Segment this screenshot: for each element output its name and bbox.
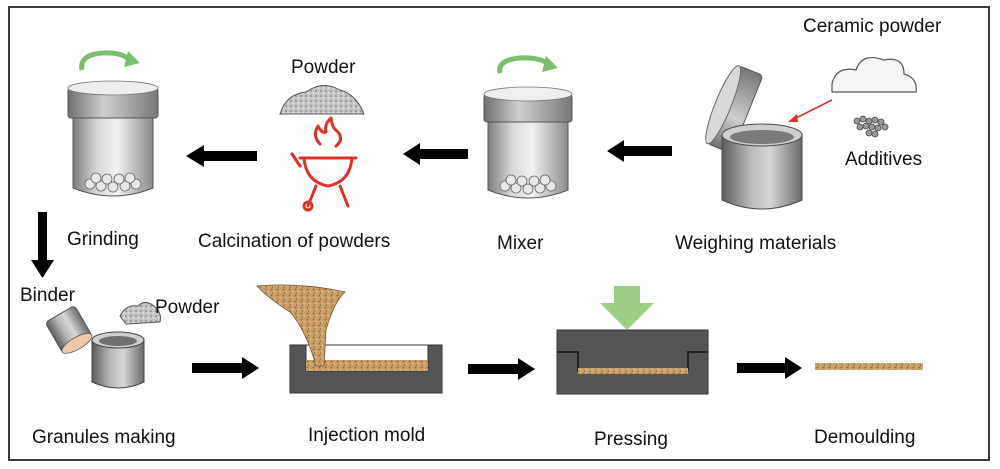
flow-arrow-left	[403, 143, 468, 165]
red-pointer-arrow	[791, 99, 833, 121]
diagram-frame	[8, 6, 990, 461]
demoulded-part-icon	[815, 363, 923, 370]
powder-pile-icon	[119, 302, 161, 325]
powder-pile-icon	[279, 85, 365, 115]
weighing-materials-label: Weighing materials	[675, 233, 837, 254]
flow-arrow-down	[31, 212, 54, 278]
press-down-arrow-icon	[600, 286, 654, 330]
flow-arrow-left	[607, 140, 672, 162]
granule-cup-icon	[91, 331, 145, 389]
flow-arrow-right	[468, 358, 535, 380]
binder-label: Binder	[20, 285, 75, 306]
mixer-label: Mixer	[497, 233, 544, 254]
ceramic-powder-icon	[831, 57, 917, 93]
flow-arrow-right	[737, 357, 802, 379]
rotation-arrow-icon	[497, 55, 558, 74]
flow-arrow-right	[192, 357, 259, 379]
granules-powder-label: Powder	[155, 297, 220, 318]
rotation-arrow-icon	[79, 50, 140, 71]
additives-label: Additives	[845, 149, 923, 170]
powder-label: Powder	[291, 57, 356, 78]
granules-making-label: Granules making	[32, 427, 176, 448]
mixer-jar-icon	[483, 86, 573, 199]
grinding-label: Grinding	[67, 229, 139, 250]
grinding-jar-icon	[67, 80, 159, 197]
additives-icon	[853, 115, 889, 138]
flow-arrow-left	[186, 145, 257, 167]
injection-mold-icon	[256, 284, 443, 394]
binder-bottle-icon	[46, 306, 93, 354]
furnace-grill-icon	[290, 116, 358, 212]
calcination-label: Calcination of powders	[198, 231, 391, 252]
weighing-container-icon	[705, 65, 803, 210]
pressing-label: Pressing	[594, 429, 668, 450]
press-mold-icon	[556, 329, 709, 395]
injection-mold-label: Injection mold	[308, 425, 426, 446]
ceramic-powder-label: Ceramic powder	[803, 16, 942, 37]
demoulding-label: Demoulding	[814, 427, 916, 448]
